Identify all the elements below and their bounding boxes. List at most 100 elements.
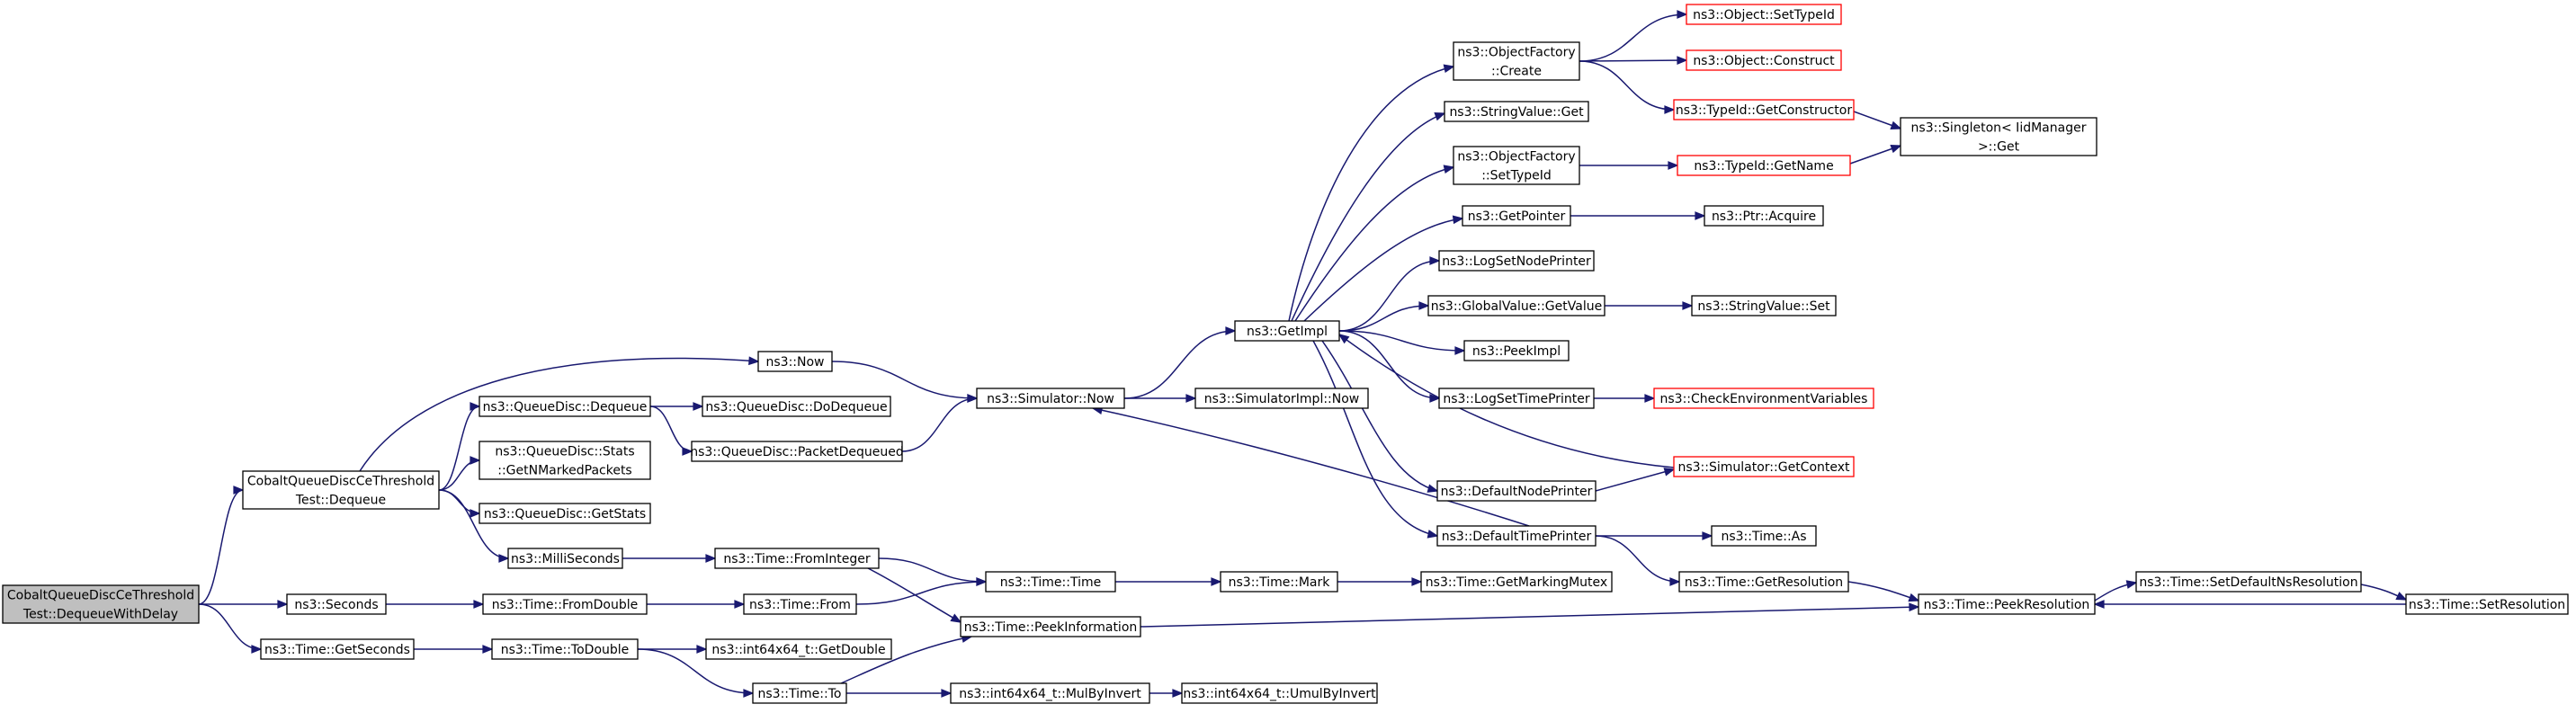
node-box[interactable] xyxy=(1686,4,1842,25)
node-log-node-printer[interactable]: ns3::LogSetNodePrinter xyxy=(1438,250,1595,272)
node-box[interactable] xyxy=(691,441,903,462)
node-box[interactable] xyxy=(1704,205,1824,227)
node-box[interactable] xyxy=(286,593,387,615)
node-box[interactable] xyxy=(507,548,623,569)
node-root[interactable]: CobaltQueueDiscCeThresholdTest::DequeueW… xyxy=(2,584,200,624)
node-time-time[interactable]: ns3::Time::Time xyxy=(985,571,1116,593)
node-mul-by-invert[interactable]: ns3::int64x64_t::MulByInvert xyxy=(950,682,1150,704)
node-get-double[interactable]: ns3::int64x64_t::GetDouble xyxy=(705,638,892,660)
node-seconds[interactable]: ns3::Seconds xyxy=(286,593,387,615)
node-box[interactable] xyxy=(1686,49,1842,71)
node-time-mark[interactable]: ns3::Time::Mark xyxy=(1220,571,1338,593)
node-box[interactable] xyxy=(1438,388,1595,409)
node-box[interactable] xyxy=(1444,101,1589,122)
node-box[interactable] xyxy=(985,571,1116,593)
node-from-integer[interactable]: ns3::Time::FromInteger xyxy=(714,548,880,569)
node-umul-by-invert[interactable]: ns3::int64x64_t::UmulByInvert xyxy=(1181,682,1378,704)
node-box[interactable] xyxy=(1453,146,1580,185)
node-set-resolution[interactable]: ns3::Time::SetResolution xyxy=(2405,593,2569,615)
node-box[interactable] xyxy=(2135,571,2362,593)
node-obj-settypeid[interactable]: ns3::Object::SetTypeId xyxy=(1686,4,1842,25)
node-box[interactable] xyxy=(482,593,648,615)
node-box[interactable] xyxy=(260,638,415,660)
node-box[interactable] xyxy=(1711,525,1817,547)
node-of-settypeid[interactable]: ns3::ObjectFactory::SetTypeId xyxy=(1453,146,1580,185)
node-stringvalue-get[interactable]: ns3::StringValue::Get xyxy=(1444,101,1589,122)
node-typeid-getname[interactable]: ns3::TypeId::GetName xyxy=(1677,155,1851,176)
node-default-time-printer[interactable]: ns3::DefaultTimePrinter xyxy=(1436,525,1597,547)
node-qd-getstats[interactable]: ns3::QueueDisc::GetStats xyxy=(479,503,651,524)
node-time-from[interactable]: ns3::Time::From xyxy=(743,593,857,615)
node-box[interactable] xyxy=(479,503,651,524)
node-from-double[interactable]: ns3::Time::FromDouble xyxy=(482,593,648,615)
node-qd-pktdequeued[interactable]: ns3::QueueDisc::PacketDequeued xyxy=(690,441,904,462)
node-qd-dequeue[interactable]: ns3::QueueDisc::Dequeue xyxy=(479,396,651,417)
node-box[interactable] xyxy=(1220,571,1338,593)
node-box[interactable] xyxy=(1462,205,1571,227)
node-box[interactable] xyxy=(1436,525,1597,547)
node-box[interactable] xyxy=(714,548,880,569)
node-milliseconds[interactable]: ns3::MilliSeconds xyxy=(507,548,623,569)
node-box[interactable] xyxy=(479,396,651,417)
node-box[interactable] xyxy=(479,441,651,480)
node-box[interactable] xyxy=(1453,41,1580,81)
node-get-pointer[interactable]: ns3::GetPointer xyxy=(1462,205,1571,227)
node-box[interactable] xyxy=(1427,295,1606,316)
node-box[interactable] xyxy=(960,616,1141,637)
node-box[interactable] xyxy=(1673,456,1855,477)
node-box[interactable] xyxy=(757,351,833,372)
node-set-default-ns[interactable]: ns3::Time::SetDefaultNsResolution xyxy=(2135,571,2362,593)
node-box[interactable] xyxy=(1194,388,1369,409)
node-box[interactable] xyxy=(950,682,1150,704)
node-peek-info[interactable]: ns3::Time::PeekInformation xyxy=(960,616,1141,637)
node-box[interactable] xyxy=(976,388,1125,409)
node-box[interactable] xyxy=(1673,99,1855,120)
node-time-as[interactable]: ns3::Time::As xyxy=(1711,525,1817,547)
node-box[interactable] xyxy=(1420,571,1613,593)
node-log-time-printer[interactable]: ns3::LogSetTimePrinter xyxy=(1438,388,1595,409)
node-sim-getcontext[interactable]: ns3::Simulator::GetContext xyxy=(1673,456,1855,477)
node-stringvalue-set[interactable]: ns3::StringValue::Set xyxy=(1691,295,1837,316)
node-check-env[interactable]: ns3::CheckEnvironmentVariables xyxy=(1653,388,1874,409)
node-sim-now[interactable]: ns3::Simulator::Now xyxy=(976,388,1125,409)
node-box[interactable] xyxy=(1463,340,1570,361)
node-box[interactable] xyxy=(705,638,892,660)
node-singleton-get[interactable]: ns3::Singleton< IidManager>::Get xyxy=(1900,117,2097,156)
node-box[interactable] xyxy=(2,584,200,624)
node-peek-impl[interactable]: ns3::PeekImpl xyxy=(1463,340,1570,361)
node-box[interactable] xyxy=(1918,593,2096,615)
node-box[interactable] xyxy=(491,638,639,660)
node-box[interactable] xyxy=(2405,593,2569,615)
node-box[interactable] xyxy=(1234,320,1340,342)
node-gv-getvalue[interactable]: ns3::GlobalValue::GetValue xyxy=(1427,295,1606,316)
node-to-double[interactable]: ns3::Time::ToDouble xyxy=(491,638,639,660)
node-box[interactable] xyxy=(1900,117,2097,156)
node-now[interactable]: ns3::Now xyxy=(757,351,833,372)
node-box[interactable] xyxy=(702,396,891,417)
node-box[interactable] xyxy=(1677,155,1851,176)
node-box[interactable] xyxy=(1653,388,1874,409)
node-box[interactable] xyxy=(1691,295,1837,316)
node-typeid-getctor[interactable]: ns3::TypeId::GetConstructor xyxy=(1673,99,1855,120)
node-get-seconds[interactable]: ns3::Time::GetSeconds xyxy=(260,638,415,660)
node-peek-resolution[interactable]: ns3::Time::PeekResolution xyxy=(1918,593,2096,615)
node-simimpl-now[interactable]: ns3::SimulatorImpl::Now xyxy=(1194,388,1369,409)
node-box[interactable] xyxy=(752,682,847,704)
node-obj-construct[interactable]: ns3::Object::Construct xyxy=(1686,49,1842,71)
node-box[interactable] xyxy=(242,470,440,510)
node-box[interactable] xyxy=(1436,480,1597,502)
node-of-create[interactable]: ns3::ObjectFactory::Create xyxy=(1453,41,1580,81)
node-box[interactable] xyxy=(1438,250,1595,272)
node-get-impl[interactable]: ns3::GetImpl xyxy=(1234,320,1340,342)
node-box[interactable] xyxy=(743,593,857,615)
node-box[interactable] xyxy=(1181,682,1378,704)
node-box[interactable] xyxy=(1678,571,1849,593)
node-ptr-acquire[interactable]: ns3::Ptr::Acquire xyxy=(1704,205,1824,227)
node-qd-dodequeue[interactable]: ns3::QueueDisc::DoDequeue xyxy=(702,396,891,417)
node-marking-mutex[interactable]: ns3::Time::GetMarkingMutex xyxy=(1420,571,1613,593)
node-default-node-printer[interactable]: ns3::DefaultNodePrinter xyxy=(1436,480,1597,502)
node-get-resolution[interactable]: ns3::Time::GetResolution xyxy=(1678,571,1849,593)
node-stats-marked[interactable]: ns3::QueueDisc::Stats::GetNMarkedPackets xyxy=(479,441,651,480)
node-time-to[interactable]: ns3::Time::To xyxy=(752,682,847,704)
